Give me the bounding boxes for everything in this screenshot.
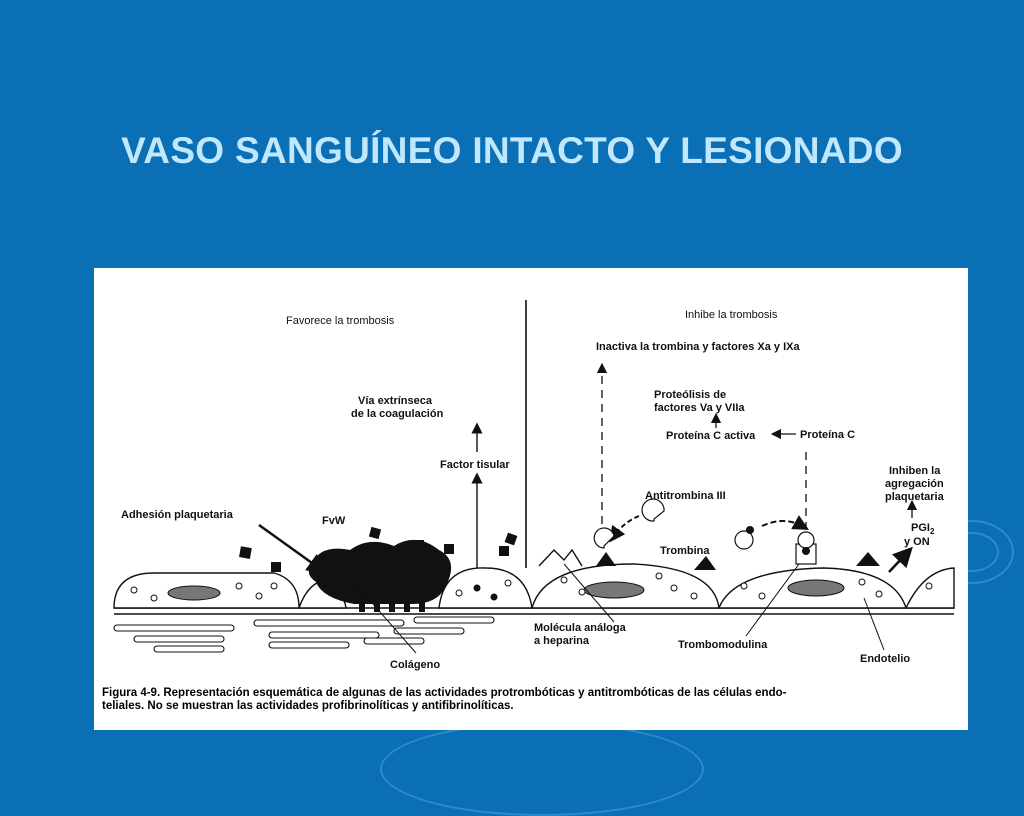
thrombin-binding-site	[746, 526, 754, 534]
extrinsic-pathway-label-2: de la coagulación	[351, 408, 444, 420]
right-header: Inhibe la trombosis	[685, 309, 778, 321]
thrombomodulin-core	[802, 547, 810, 555]
collagen-leader	[351, 579, 417, 654]
thrombin-binding-arrow	[761, 515, 809, 530]
no-label: y ON	[904, 536, 930, 548]
slide-title: VASO SANGUÍNEO INTACTO Y LESIONADO	[121, 130, 903, 171]
cell-nucleus	[583, 581, 645, 599]
figure-panel: Favorece la trombosis Inhibe la trombosi…	[94, 268, 968, 730]
receptor-triangle	[596, 552, 616, 566]
background-ripple	[380, 722, 704, 816]
cell-nucleus	[787, 579, 845, 597]
thrombomodulin-leader	[745, 563, 800, 637]
protein-c-active-label: Proteína C activa	[666, 430, 756, 442]
endothelium-leader	[863, 597, 885, 651]
heparin-leader	[563, 563, 615, 623]
protein-c-label: Proteína C	[800, 429, 855, 441]
thrombomodulin-bound-thrombin	[797, 531, 815, 549]
cytoplasm-granules	[130, 572, 933, 602]
proteolysis-label: Proteólisis de	[654, 389, 726, 401]
collagen-fibers	[113, 616, 495, 653]
pgi2-release-arrow	[888, 546, 913, 573]
fvw-label: FvW	[322, 515, 346, 527]
left-header: Favorece la trombosis	[286, 315, 395, 327]
endothelium-label: Endotelio	[860, 653, 910, 665]
collagen-label: Colágeno	[390, 659, 440, 671]
endothelium-diagram: Favorece la trombosis Inhibe la trombosi…	[102, 300, 955, 712]
thrombomodulin-label: Trombomodulina	[678, 639, 768, 651]
thrombin-label: Trombina	[660, 545, 710, 557]
inhibit-label: Inhiben la	[889, 465, 941, 477]
granule-dark	[490, 593, 498, 601]
inhibit-label-2: agregación	[885, 478, 944, 490]
tissue-factor-label: Factor tisular	[440, 459, 510, 471]
heparin-label-2: a heparina	[534, 635, 590, 647]
adhesion-arrow	[258, 523, 328, 574]
proteolysis-label-2: factores Va y VIIa	[654, 402, 745, 414]
antithrombin-label: Antitrombina III	[645, 490, 726, 502]
receptor-triangle	[694, 556, 716, 570]
fvw-molecules	[239, 526, 518, 572]
antithrombin-molecule	[593, 527, 615, 549]
heparin-label: Molécula análoga	[534, 622, 627, 634]
cell-nucleus	[167, 585, 221, 601]
antithrombin-molecule-free	[641, 498, 665, 522]
platelet-anchors	[359, 602, 425, 612]
receptor-triangle	[856, 552, 880, 566]
inhibit-label-3: plaquetaria	[885, 491, 945, 503]
inactivates-label: Inactiva la trombina y factores Xa y IXa	[596, 341, 800, 353]
antithrombin-binding-arrow	[609, 515, 640, 543]
figure-caption-2: teliales. No se muestran las actividades…	[102, 700, 514, 712]
pgi2-label: PGI2	[911, 522, 935, 536]
extrinsic-pathway-label: Vía extrínseca	[358, 395, 433, 407]
heparin-like-molecule	[538, 548, 583, 567]
figure-caption: Figura 4-9. Representación esquemática d…	[102, 687, 787, 699]
granule-dark	[473, 584, 481, 592]
thrombin-molecule	[734, 530, 754, 550]
platelet-aggregate	[308, 539, 452, 604]
platelet-adhesion-label: Adhesión plaquetaria	[121, 509, 234, 521]
